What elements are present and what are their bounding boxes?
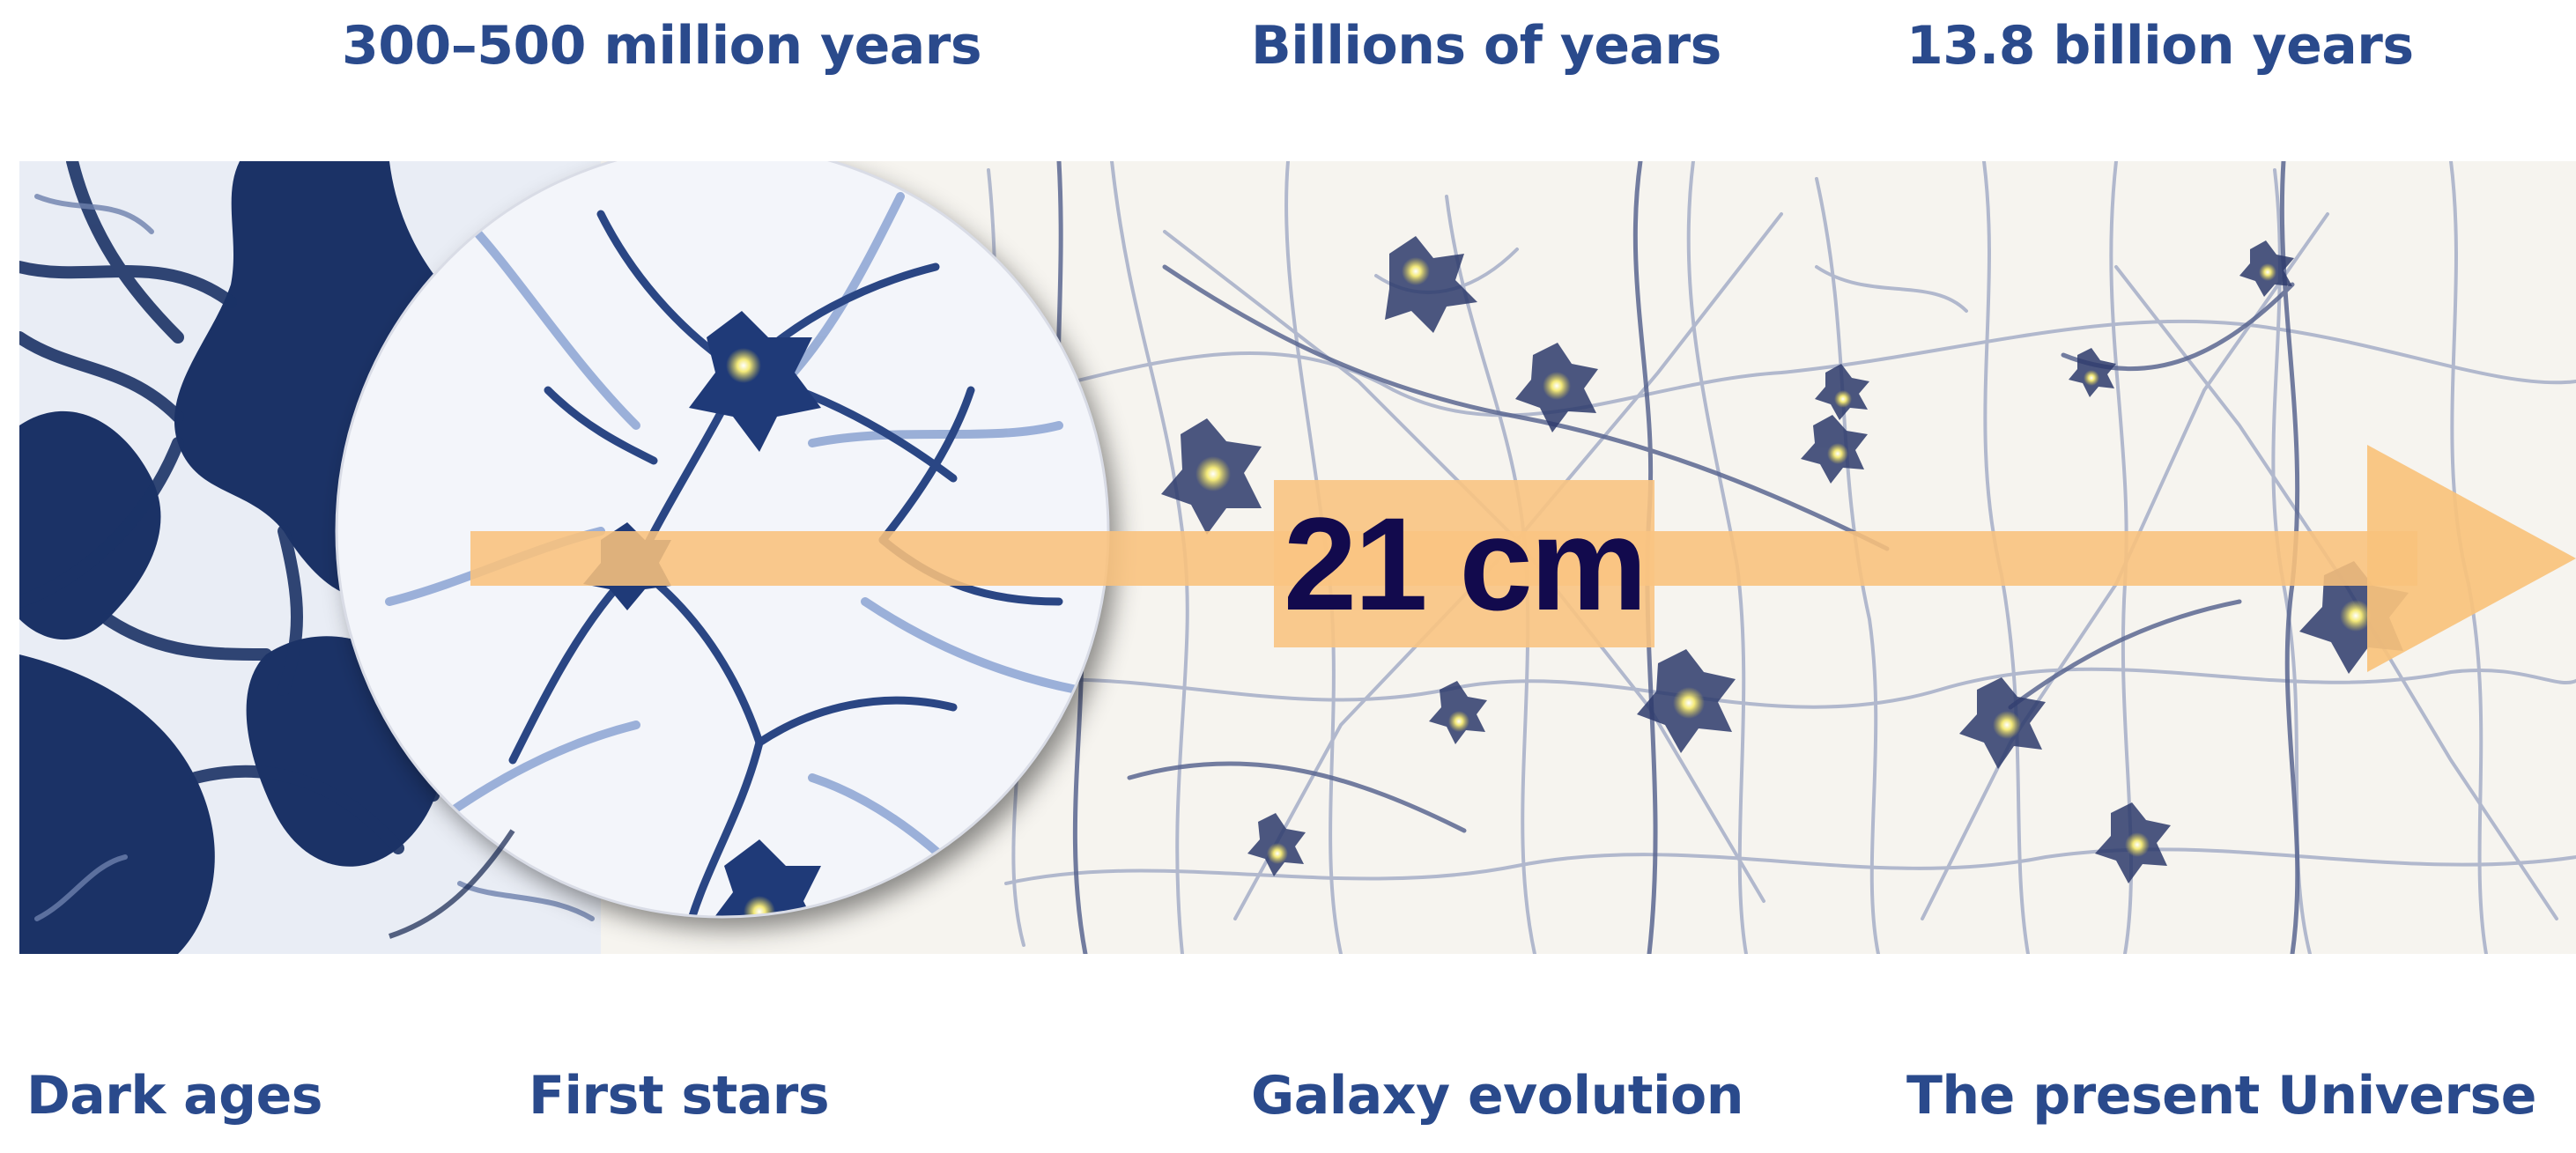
present-universe-label: The present Universe (1906, 1069, 2536, 1122)
galaxy-evolution-label: Galaxy evolution (1251, 1069, 1743, 1122)
first-stars-label: First stars (529, 1069, 829, 1122)
present-time-label: 13.8 billion years (1906, 19, 2414, 72)
dark-ages-label: Dark ages (26, 1069, 322, 1122)
arrow-label-21cm: 21 cm (1274, 480, 1654, 647)
galaxy-evolution-time-label: Billions of years (1251, 19, 1721, 72)
first-stars-time-label: 300–500 million years (342, 19, 981, 72)
